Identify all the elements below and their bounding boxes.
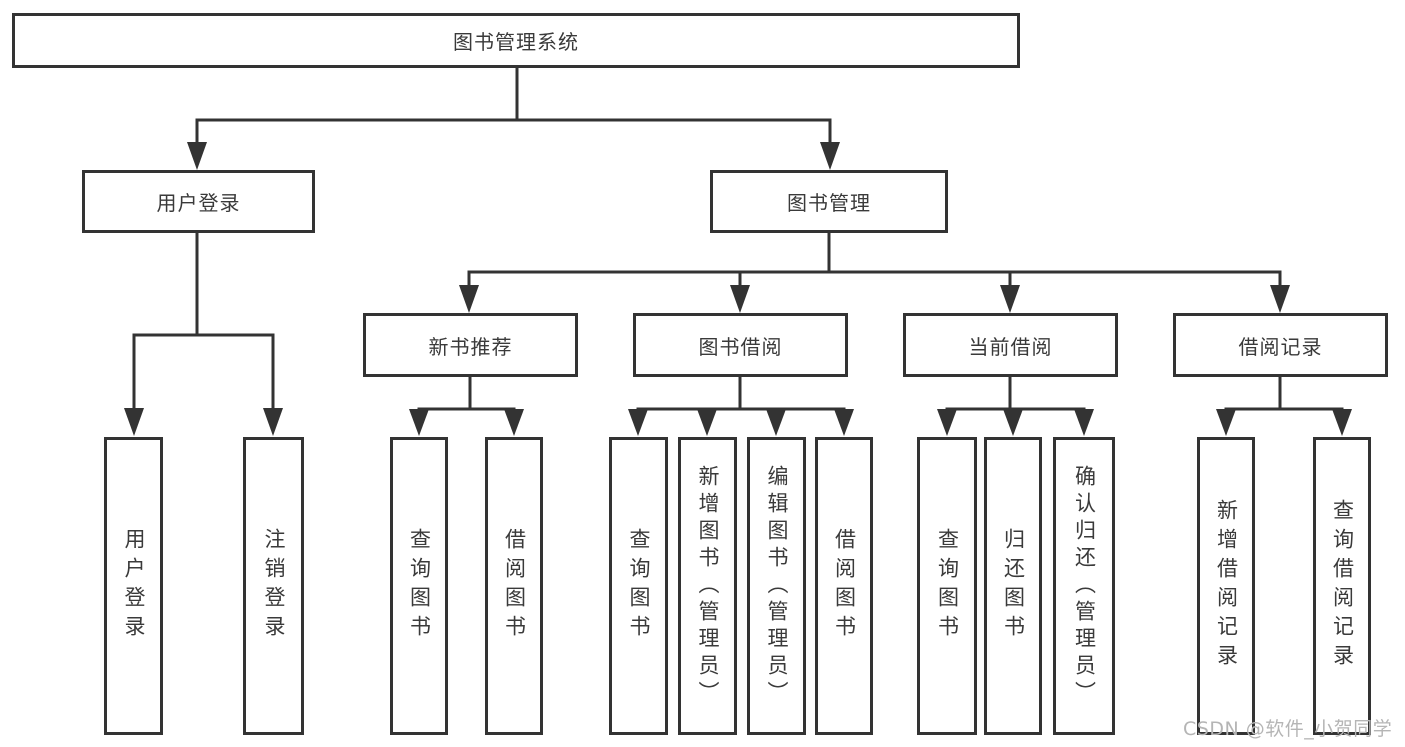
connector-borrow <box>636 377 846 412</box>
node-book-management-branch: 图书管理 <box>710 170 948 233</box>
node-leaf-borrow-books: 借阅图书 <box>815 437 873 735</box>
arrow-down-icon <box>766 409 786 436</box>
arrow-down-icon <box>1270 285 1290 313</box>
arrow-down-icons <box>124 142 1352 436</box>
arrow-down-icon <box>187 142 207 170</box>
arrow-down-icon <box>697 409 717 436</box>
node-leaf-add-books-admin: 新增图书（管理员） <box>678 437 737 735</box>
connector-records <box>1224 377 1344 412</box>
arrow-down-icon <box>834 409 854 436</box>
node-leaf-borrow-books: 借阅图书 <box>485 437 543 735</box>
connector-level2-bar <box>195 118 832 144</box>
csdn-watermark: CSDN @软件_小贺同学 <box>1183 718 1393 740</box>
arrow-down-icon <box>628 409 648 436</box>
arrow-down-icon <box>1216 409 1236 436</box>
arrow-down-icon <box>1074 409 1094 436</box>
arrow-down-icon <box>937 409 957 436</box>
node-category-borrow-records: 借阅记录 <box>1173 313 1388 377</box>
node-leaf-edit-books-admin: 编辑图书（管理员） <box>747 437 806 735</box>
arrow-down-icon <box>1332 409 1352 436</box>
arrow-down-icon <box>459 285 479 313</box>
node-leaf-query-borrow-record: 查询借阅记录 <box>1313 437 1371 735</box>
node-leaf-query-books: 查询图书 <box>609 437 668 735</box>
arrow-down-icon <box>1000 285 1020 313</box>
connector-login-bar <box>132 333 275 409</box>
connector-current <box>945 377 1086 412</box>
node-root-system: 图书管理系统 <box>12 13 1020 68</box>
node-category-new-book-recommend: 新书推荐 <box>363 313 578 377</box>
node-category-current-borrow: 当前借阅 <box>903 313 1118 377</box>
node-user-login-branch: 用户登录 <box>82 170 315 233</box>
node-leaf-query-books: 查询图书 <box>390 437 448 735</box>
connector-mgmt-bar <box>467 270 1282 287</box>
node-leaf-add-borrow-record: 新增借阅记录 <box>1197 437 1255 735</box>
arrow-down-icon <box>124 408 144 436</box>
arrow-down-icon <box>263 408 283 436</box>
connector-newbook <box>417 377 516 412</box>
node-leaf-user-login: 用户登录 <box>104 437 163 735</box>
node-category-book-borrow: 图书借阅 <box>633 313 848 377</box>
node-leaf-query-books: 查询图书 <box>917 437 977 735</box>
arrow-down-icon <box>504 409 524 436</box>
arrow-down-icon <box>409 409 429 436</box>
arrow-down-icon <box>820 142 840 170</box>
node-leaf-confirm-return-admin: 确认归还（管理员） <box>1053 437 1115 735</box>
arrow-down-icon <box>1003 409 1023 436</box>
node-leaf-return-books: 归还图书 <box>984 437 1042 735</box>
node-leaf-logout: 注销登录 <box>243 437 304 735</box>
arrow-down-icon <box>730 285 750 313</box>
